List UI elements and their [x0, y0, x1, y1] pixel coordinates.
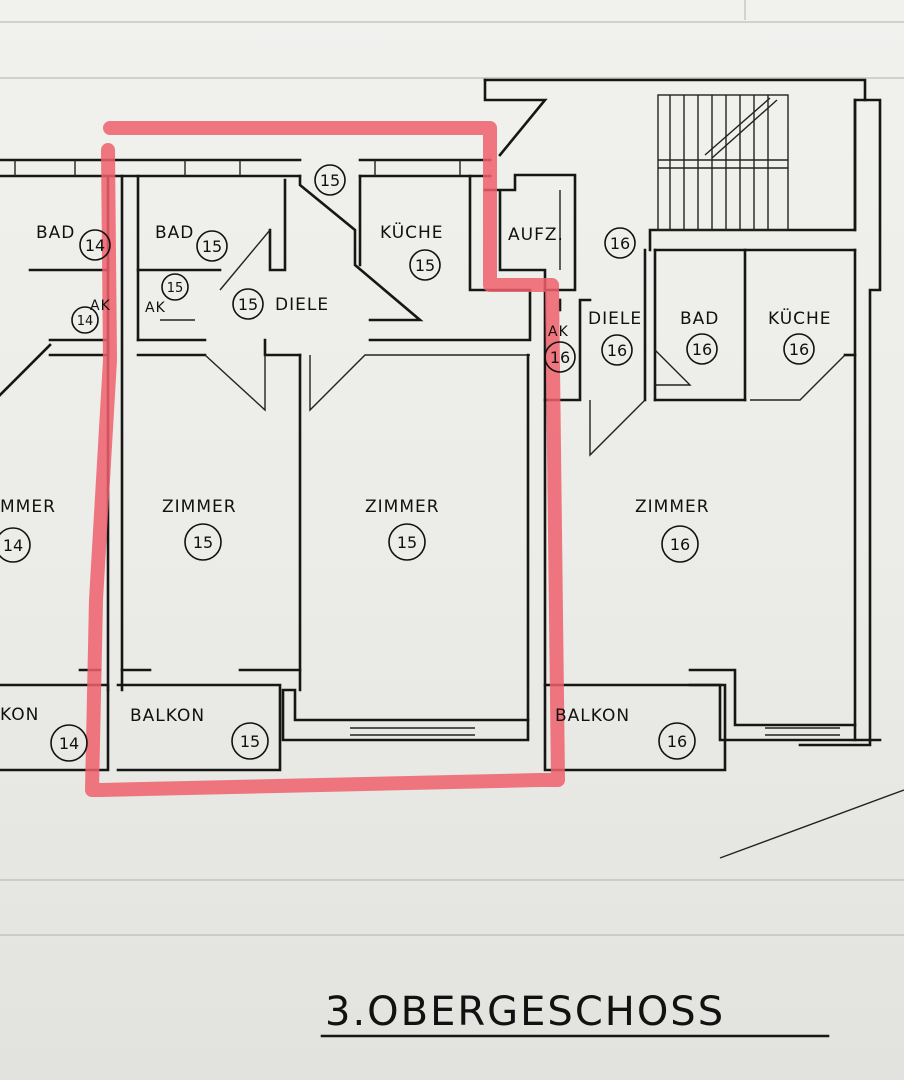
label-zimmer-14: MMER [0, 497, 56, 517]
svg-text:16: 16 [692, 340, 712, 359]
label-balkon-15: BALKON [130, 706, 205, 726]
floor-title: 3.OBERGESCHOSS [325, 989, 725, 1035]
label-balkon-14: KON [0, 705, 39, 725]
svg-text:16: 16 [670, 535, 690, 554]
label-bad-14: BAD [36, 223, 75, 243]
label-diele-15: DIELE [275, 295, 329, 315]
unit-marker: 14 [71, 306, 99, 334]
label-bad-15: BAD [155, 223, 194, 243]
label-ak-14: AK [90, 298, 111, 314]
svg-text:15: 15 [397, 533, 417, 552]
unit-marker: 15 [314, 164, 346, 196]
unit-marker: 14 [0, 527, 31, 563]
unit-marker: 16 [661, 525, 699, 563]
label-aufzug: AUFZ. [508, 225, 564, 245]
svg-text:14: 14 [59, 734, 79, 753]
floor-title-block: 3.OBERGESCHOSS [320, 989, 830, 1038]
unit-marker: 16 [604, 227, 636, 259]
svg-text:14: 14 [3, 536, 23, 555]
svg-text:15: 15 [193, 533, 213, 552]
svg-text:15: 15 [240, 732, 260, 751]
unit-marker: 16 [544, 341, 576, 373]
unit-marker: 16 [601, 334, 633, 366]
unit-marker: 16 [658, 722, 696, 760]
svg-text:14: 14 [77, 314, 94, 329]
room-labels: BAD BAD KÜCHE AUFZ. AK AK DIELE AK DIELE… [0, 221, 832, 726]
unit-marker: 14 [79, 229, 111, 261]
unit-marker: 14 [50, 724, 88, 762]
svg-text:16: 16 [789, 340, 809, 359]
unit-marker: 16 [783, 333, 815, 365]
unit-marker: 15 [388, 523, 426, 561]
svg-text:16: 16 [610, 234, 630, 253]
label-zimmer-16: ZIMMER [635, 497, 710, 517]
unit-marker: 15 [231, 722, 269, 760]
svg-text:15: 15 [320, 171, 340, 190]
label-bad-16: BAD [680, 309, 719, 329]
unit-marker: 15 [196, 230, 228, 262]
highlighted-apartment-outline [85, 121, 565, 797]
label-diele-16: DIELE [588, 309, 642, 329]
unit-marker: 15 [161, 273, 189, 301]
unit-marker: 16 [686, 333, 718, 365]
svg-text:15: 15 [167, 281, 184, 296]
label-zimmer-15a: ZIMMER [162, 497, 237, 517]
unit-marker: 15 [232, 288, 264, 320]
staircase [657, 94, 789, 231]
svg-text:14: 14 [85, 236, 105, 255]
label-ak-15: AK [145, 300, 166, 316]
svg-text:15: 15 [238, 295, 258, 314]
svg-text:16: 16 [667, 732, 687, 751]
svg-text:15: 15 [202, 237, 222, 256]
label-balkon-16: BALKON [555, 706, 630, 726]
walls [0, 78, 882, 772]
label-zimmer-15b: ZIMMER [365, 497, 440, 517]
unit-marker: 15 [409, 249, 441, 281]
svg-text:15: 15 [415, 256, 435, 275]
unit-marker: 15 [184, 523, 222, 561]
svg-text:16: 16 [550, 348, 570, 367]
label-ak-16: AK [548, 324, 569, 340]
label-kueche-15: KÜCHE [380, 221, 444, 243]
unit-number-markers: 14 15 15 15 16 14 15 15 16 16 16 16 14 1… [0, 164, 815, 762]
label-kueche-16: KÜCHE [768, 307, 832, 329]
paper-guides [0, 0, 904, 936]
svg-text:16: 16 [607, 341, 627, 360]
